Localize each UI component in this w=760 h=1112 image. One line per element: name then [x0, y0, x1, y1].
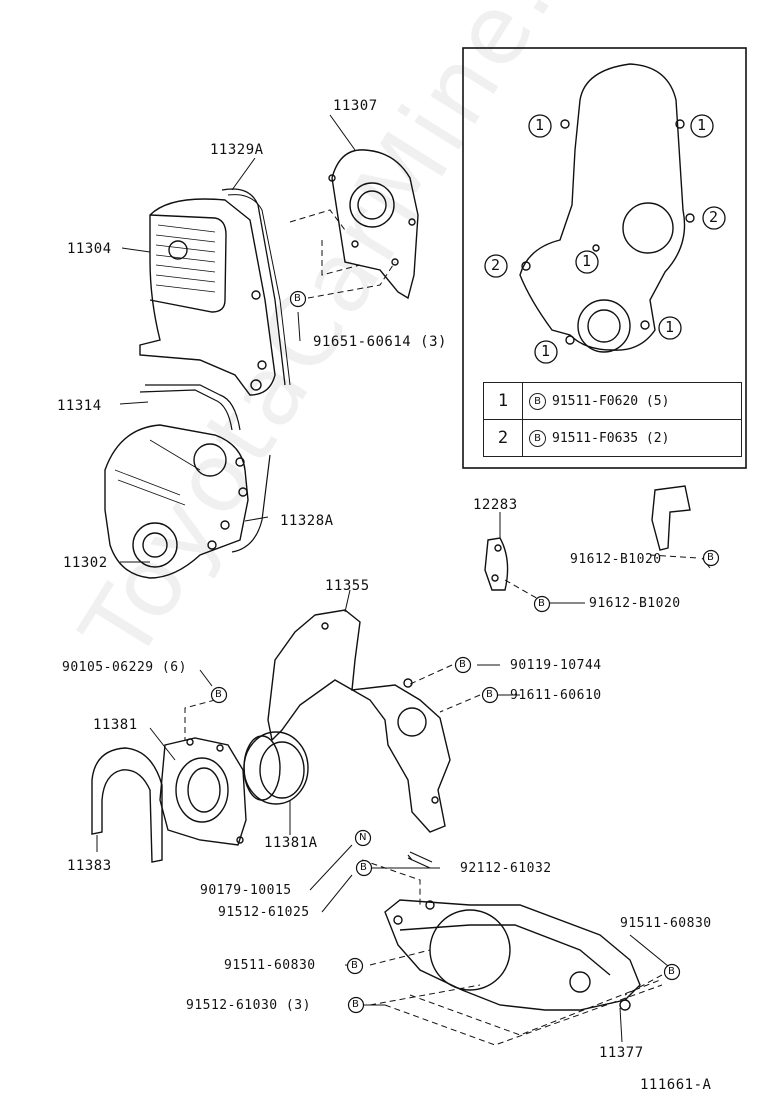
- rear-plate-11355: [267, 609, 451, 833]
- part-label-11381a[interactable]: 11381A: [264, 835, 318, 851]
- back-plate-11307: [328, 149, 419, 300]
- part-label-90105[interactable]: 90105-06229 (6): [62, 660, 187, 675]
- bolt-symbol: B: [360, 862, 368, 873]
- nut-symbol: N: [359, 832, 367, 843]
- retainer-11381: [159, 737, 247, 846]
- part-label-11314[interactable]: 11314: [57, 398, 102, 414]
- part-label-11307[interactable]: 11307: [333, 98, 378, 114]
- legend-row: 1 B 91511-F0620 (5): [483, 382, 742, 420]
- inset-frame: [462, 47, 747, 469]
- inset-marker: 1: [541, 342, 551, 360]
- inset-marker: 1: [535, 116, 545, 134]
- bolt-symbol: B: [459, 659, 467, 670]
- part-label-11377[interactable]: 11377: [599, 1045, 644, 1061]
- lower-timing-cover: [104, 424, 249, 579]
- part-label-12283[interactable]: 12283: [473, 497, 518, 513]
- legend-index: 1: [483, 382, 523, 420]
- part-label-91512-61030[interactable]: 91512-61030 (3): [186, 998, 311, 1013]
- oil-seal-11381a: [243, 731, 309, 805]
- clip-91612: [651, 485, 691, 551]
- part-label-11381[interactable]: 11381: [93, 717, 138, 733]
- inset-marker: 2: [709, 208, 719, 226]
- bolt-symbol: B: [538, 598, 546, 609]
- bolt-symbol: B: [351, 960, 359, 971]
- bolt-symbol: B: [529, 429, 546, 447]
- part-label-90179[interactable]: 90179-10015: [200, 883, 292, 898]
- bracket-12283: [484, 537, 509, 591]
- part-label-11329a[interactable]: 11329A: [210, 142, 264, 158]
- part-label-11328a[interactable]: 11328A: [280, 513, 334, 529]
- part-label-91651[interactable]: 91651-60614 (3): [313, 334, 447, 350]
- legend-part: B 91511-F0635 (2): [522, 419, 742, 457]
- inset-markers: [484, 114, 726, 364]
- part-label-91612-clip[interactable]: 91612-B1020: [570, 552, 662, 567]
- legend-part-number: 91511-F0635 (2): [552, 430, 670, 446]
- part-label-11355[interactable]: 11355: [325, 578, 370, 594]
- part-label-91612-bracket[interactable]: 91612-B1020: [589, 596, 681, 611]
- part-label-90119[interactable]: 90119-10744: [510, 658, 602, 673]
- dashed-lines: [184, 209, 699, 1046]
- legend-part: B 91511-F0620 (5): [522, 382, 742, 420]
- legend-part-number: 91511-F0620 (5): [552, 393, 670, 409]
- bolt-symbol: B: [486, 689, 494, 700]
- bolt-symbol: B: [529, 392, 546, 410]
- part-label-11383[interactable]: 11383: [67, 858, 112, 874]
- part-label-91512-61025[interactable]: 91512-61025: [218, 905, 310, 920]
- part-label-91611[interactable]: 91611-60610: [510, 688, 602, 703]
- legend-index: 2: [483, 419, 523, 457]
- part-label-91511-right[interactable]: 91511-60830: [620, 916, 712, 931]
- part-label-91511-left[interactable]: 91511-60830: [224, 958, 316, 973]
- inset-timing-cover: [519, 63, 695, 353]
- part-label-11304[interactable]: 11304: [67, 241, 112, 257]
- gasket-11383: [91, 747, 163, 863]
- inset-marker: 1: [665, 318, 675, 336]
- legend-row: 2 B 91511-F0635 (2): [483, 419, 742, 457]
- leader-lines: [96, 114, 711, 1043]
- inset-marker: 1: [582, 252, 592, 270]
- part-label-11302[interactable]: 11302: [63, 555, 108, 571]
- bolt-symbol: B: [707, 552, 715, 563]
- upper-timing-cover: [139, 198, 276, 396]
- stud-92112: [407, 851, 433, 869]
- inset-legend: 1 B 91511-F0620 (5) 2 B 91511-F0635 (2): [483, 382, 742, 457]
- bolt-symbol: B: [215, 689, 223, 700]
- gasket-11314: [139, 384, 241, 431]
- bolt-symbol: B: [294, 293, 302, 304]
- part-label-92112[interactable]: 92112-61032: [460, 861, 552, 876]
- oil-pan: [384, 899, 641, 1011]
- inset-marker: 1: [697, 116, 707, 134]
- inset-marker: 2: [491, 256, 501, 274]
- bolt-symbol: B: [352, 999, 360, 1010]
- bolt-symbol: B: [668, 966, 676, 977]
- diagram-id: 111661-A: [640, 1077, 712, 1093]
- gasket-11328a: [231, 454, 271, 553]
